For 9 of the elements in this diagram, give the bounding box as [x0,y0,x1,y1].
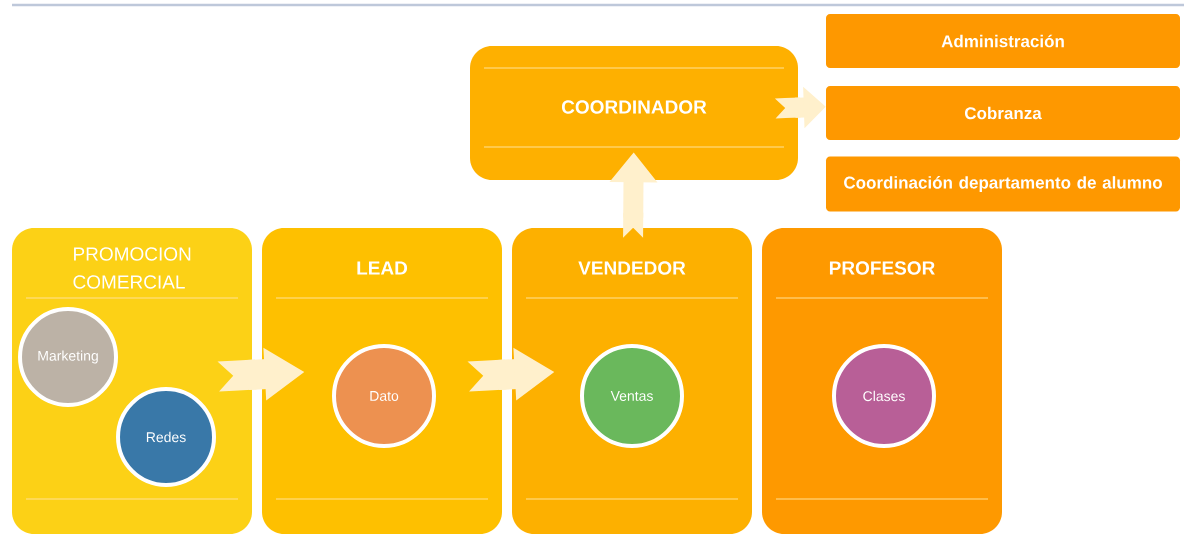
circle-node: Clases [832,344,936,448]
task-box: Coordinación departamento de alumno [826,156,1180,212]
circle-node: Ventas [580,344,684,448]
circle-node: Marketing [18,307,118,407]
task-box: Administración [826,14,1180,68]
lane-box: COORDINADOR [470,46,798,180]
circle-node: Dato [332,344,436,448]
circle-node: Redes [116,387,216,487]
task-box: Cobranza [826,86,1180,140]
